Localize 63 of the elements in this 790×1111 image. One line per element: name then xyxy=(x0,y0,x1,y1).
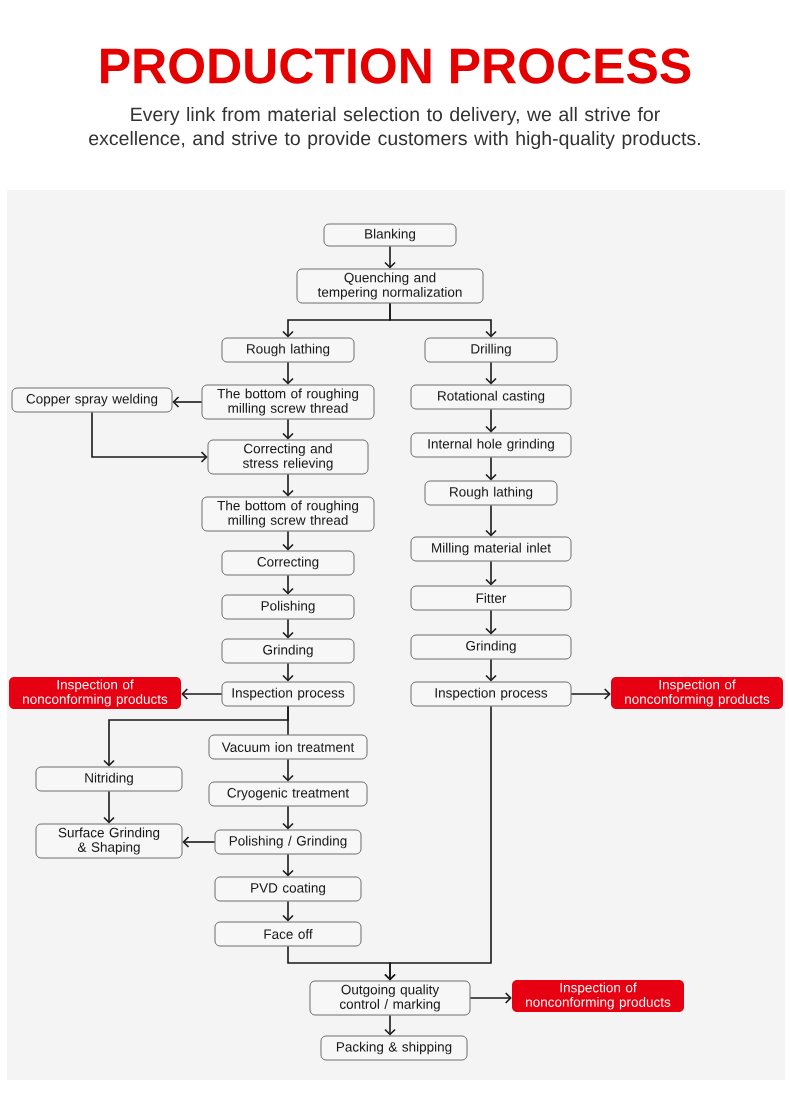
arrow xyxy=(389,302,497,338)
arrow xyxy=(485,609,497,635)
process-box: Rough lathing xyxy=(424,480,558,506)
arrow xyxy=(282,900,294,922)
process-box: Correcting and stress relieving xyxy=(207,439,369,475)
arrow xyxy=(282,361,294,385)
process-box: Polishing / Grinding xyxy=(214,829,362,855)
process-box: Grinding xyxy=(221,638,355,664)
subtitle: Every link from material selection to delivery, we all strive for excellence, and strive to provide customers with high-quality products. xyxy=(89,106,700,150)
arrow xyxy=(384,1014,396,1036)
arrow xyxy=(103,790,115,824)
arrow xyxy=(570,688,611,700)
process-box: Inspection process xyxy=(221,681,355,707)
process-box: Rotational casting xyxy=(410,384,572,410)
arrow xyxy=(485,504,497,537)
arrow xyxy=(282,530,294,551)
arrow xyxy=(469,992,512,1004)
process-box: The bottom of roughing milling screw thread xyxy=(201,384,375,420)
arrow xyxy=(485,361,497,385)
process-box: Copper spray welding xyxy=(11,387,173,413)
arrow xyxy=(282,418,294,440)
arrow xyxy=(282,758,294,782)
process-box: Fitter xyxy=(410,585,572,611)
process-box: Vacuum ion treatment xyxy=(208,734,368,760)
arrow xyxy=(282,805,294,830)
process-box: Blanking xyxy=(323,223,457,247)
arrow xyxy=(282,662,294,682)
process-box: PVD coating xyxy=(214,876,362,902)
arrow xyxy=(485,456,497,481)
process-box: Outgoing quality control / marking xyxy=(309,980,471,1016)
process-box: Surface Grinding & Shaping xyxy=(35,823,183,859)
process-box: Polishing xyxy=(221,594,355,620)
process-box: Quenching and tempering normalization xyxy=(296,268,484,304)
process-box: Packing & shipping xyxy=(320,1035,468,1061)
process-box: Nitriding xyxy=(35,766,183,792)
process-box: Grinding xyxy=(410,634,572,660)
arrow xyxy=(91,411,208,463)
arrow xyxy=(485,408,497,433)
arrow xyxy=(181,688,223,700)
arrow xyxy=(282,473,294,497)
alert-box: Inspection of nonconforming products xyxy=(9,677,181,709)
arrow xyxy=(172,396,203,408)
arrow xyxy=(384,245,396,269)
arrow xyxy=(485,658,497,682)
arrow xyxy=(485,560,497,586)
process-box: Drilling xyxy=(424,337,558,363)
process-box: Cryogenic treatment xyxy=(208,781,368,807)
arrow xyxy=(182,836,216,848)
process-box: Rough lathing xyxy=(221,337,355,363)
process-box: Milling material inlet xyxy=(410,536,572,562)
title: PRODUCTION PROCESS xyxy=(101,48,691,84)
process-box: Correcting xyxy=(221,550,355,576)
alert-box: Inspection of nonconforming products xyxy=(512,980,684,1012)
process-box: Internal hole grinding xyxy=(410,432,572,458)
arrow xyxy=(282,853,294,877)
process-box: The bottom of roughing milling screw thread xyxy=(201,496,375,532)
arrow xyxy=(282,618,294,639)
arrow xyxy=(282,574,294,595)
process-box: Face off xyxy=(214,921,362,947)
alert-box: Inspection of nonconforming products xyxy=(611,677,783,709)
process-box: Inspection process xyxy=(410,681,572,707)
arrow xyxy=(103,705,289,767)
arrow xyxy=(384,705,492,981)
